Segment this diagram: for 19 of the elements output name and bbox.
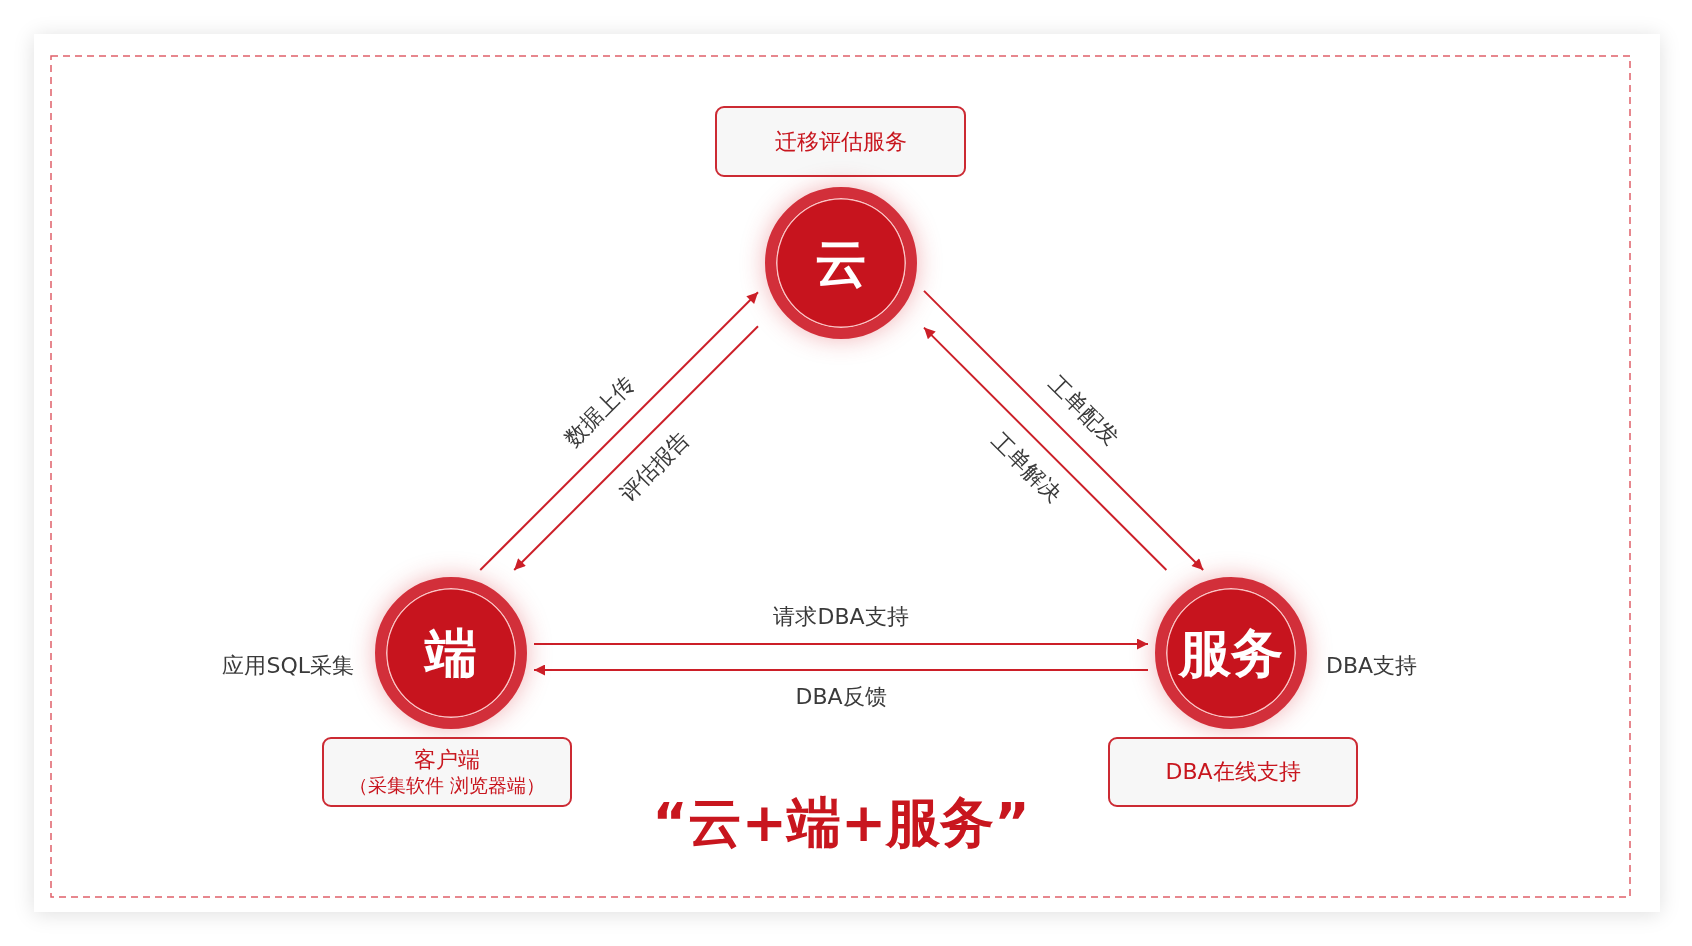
- node-label: 端: [425, 627, 477, 679]
- node-label: 服务: [1179, 627, 1283, 679]
- arrow: [923, 289, 1205, 571]
- diagram-title: “云+端+服务”: [652, 790, 1030, 856]
- rounded-box: [322, 737, 572, 807]
- rounded-box: [1108, 737, 1358, 807]
- arrow: [533, 638, 1149, 650]
- box-heading: 客户端: [414, 745, 480, 774]
- side-label: 应用SQL采集: [222, 652, 354, 680]
- box-subheading: （采集软件 浏览器端）: [348, 773, 545, 799]
- arrow: [923, 326, 1168, 571]
- box-heading: DBA在线支持: [1165, 758, 1301, 786]
- rounded-box: [715, 106, 966, 177]
- arrow: [513, 325, 759, 571]
- node-label: 云: [815, 237, 867, 289]
- box-heading: 迁移评估服务: [774, 127, 907, 156]
- side-label: DBA支持: [1326, 652, 1418, 680]
- arrow: [533, 664, 1149, 676]
- arrow: [479, 291, 759, 571]
